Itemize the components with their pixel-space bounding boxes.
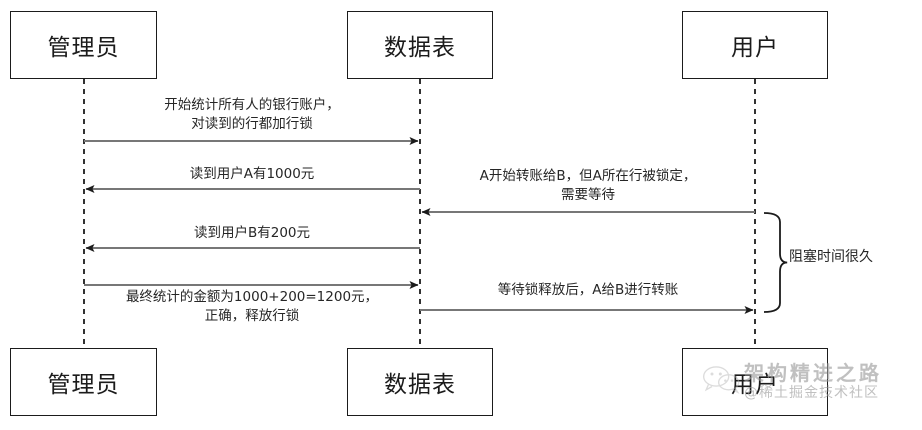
actor-box-table-bottom[interactable]: 数据表	[347, 348, 493, 416]
actor-label: 用户	[731, 35, 779, 61]
message-label-msg-3: A开始转账给B，但A所在行被锁定， 需要等待	[479, 168, 697, 204]
message-arrows-group	[84, 137, 755, 314]
lifelines-group	[83, 79, 756, 348]
actor-label: 管理员	[47, 35, 120, 61]
message-label-msg-6: 等待锁释放后，A给B进行转账	[497, 282, 679, 298]
actor-label: 数据表	[384, 372, 456, 398]
actor-label: 用户	[731, 372, 779, 398]
brace-blocking-brace	[763, 212, 788, 313]
message-label-msg-4: 读到用户B有200元	[193, 225, 311, 241]
annotations-group	[763, 212, 788, 313]
message-label-msg-5: 最终统计的金额为1000+200=1200元， 正确，释放行锁	[125, 289, 379, 325]
message-label-msg-1: 开始统计所有人的银行账户， 对读到的行都加行锁	[164, 97, 340, 133]
actor-label: 数据表	[384, 35, 456, 61]
actor-box-user-bottom[interactable]: 用户	[682, 348, 828, 416]
actor-box-table-top[interactable]: 数据表	[347, 11, 493, 79]
actor-box-admin-top[interactable]: 管理员	[10, 11, 157, 79]
annotation-label-blocking-brace: 阻塞时间很久	[789, 249, 873, 265]
actor-box-user-top[interactable]: 用户	[682, 11, 828, 79]
message-label-msg-2: 读到用户A有1000元	[189, 166, 315, 182]
actor-box-admin-bottom[interactable]: 管理员	[10, 348, 157, 416]
actor-label: 管理员	[47, 372, 120, 398]
